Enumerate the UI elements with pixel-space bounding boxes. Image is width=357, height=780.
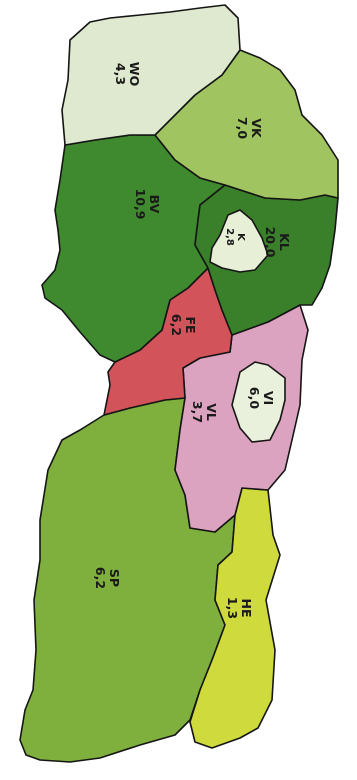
region-value: 1,3 xyxy=(225,597,240,619)
region-code: WO xyxy=(127,62,142,86)
region-value: 3,7 xyxy=(190,401,205,423)
region-value: 6,0 xyxy=(247,387,262,409)
region-value: 20,0 xyxy=(263,227,278,258)
region-code: FE xyxy=(183,316,198,333)
label-k: K 2,8 xyxy=(224,228,246,246)
region-code: K xyxy=(235,233,246,242)
label-he: HE 1,3 xyxy=(225,597,254,619)
region-k[interactable] xyxy=(209,209,269,273)
region-code: SP xyxy=(107,569,122,587)
label-vl: VL 3,7 xyxy=(190,401,219,423)
label-kl: KL 20,0 xyxy=(263,227,292,258)
region-code: BV xyxy=(147,195,162,214)
label-wo: WO 4,3 xyxy=(113,62,142,86)
region-value: 6,2 xyxy=(93,567,108,589)
region-value: 4,3 xyxy=(113,63,128,85)
region-value: 7,0 xyxy=(235,117,250,139)
region-wo[interactable] xyxy=(61,4,241,146)
region-code: VL xyxy=(204,403,219,421)
region-he[interactable] xyxy=(189,487,281,749)
region-value: 6,2 xyxy=(169,314,184,336)
label-vk: VK 7,0 xyxy=(235,117,264,139)
region-code: VI xyxy=(261,391,276,405)
region-code: HE xyxy=(239,598,254,617)
region-value: 2,8 xyxy=(224,228,235,246)
region-code: KL xyxy=(277,233,292,251)
label-vi: VI 6,0 xyxy=(247,387,276,409)
label-fe: FE 6,2 xyxy=(169,314,198,336)
region-code: VK xyxy=(249,118,264,139)
region-vi[interactable] xyxy=(231,361,286,443)
region-value: 10,9 xyxy=(133,189,148,220)
label-bv: BV 10,9 xyxy=(133,189,162,220)
label-sp: SP 6,2 xyxy=(93,567,122,589)
